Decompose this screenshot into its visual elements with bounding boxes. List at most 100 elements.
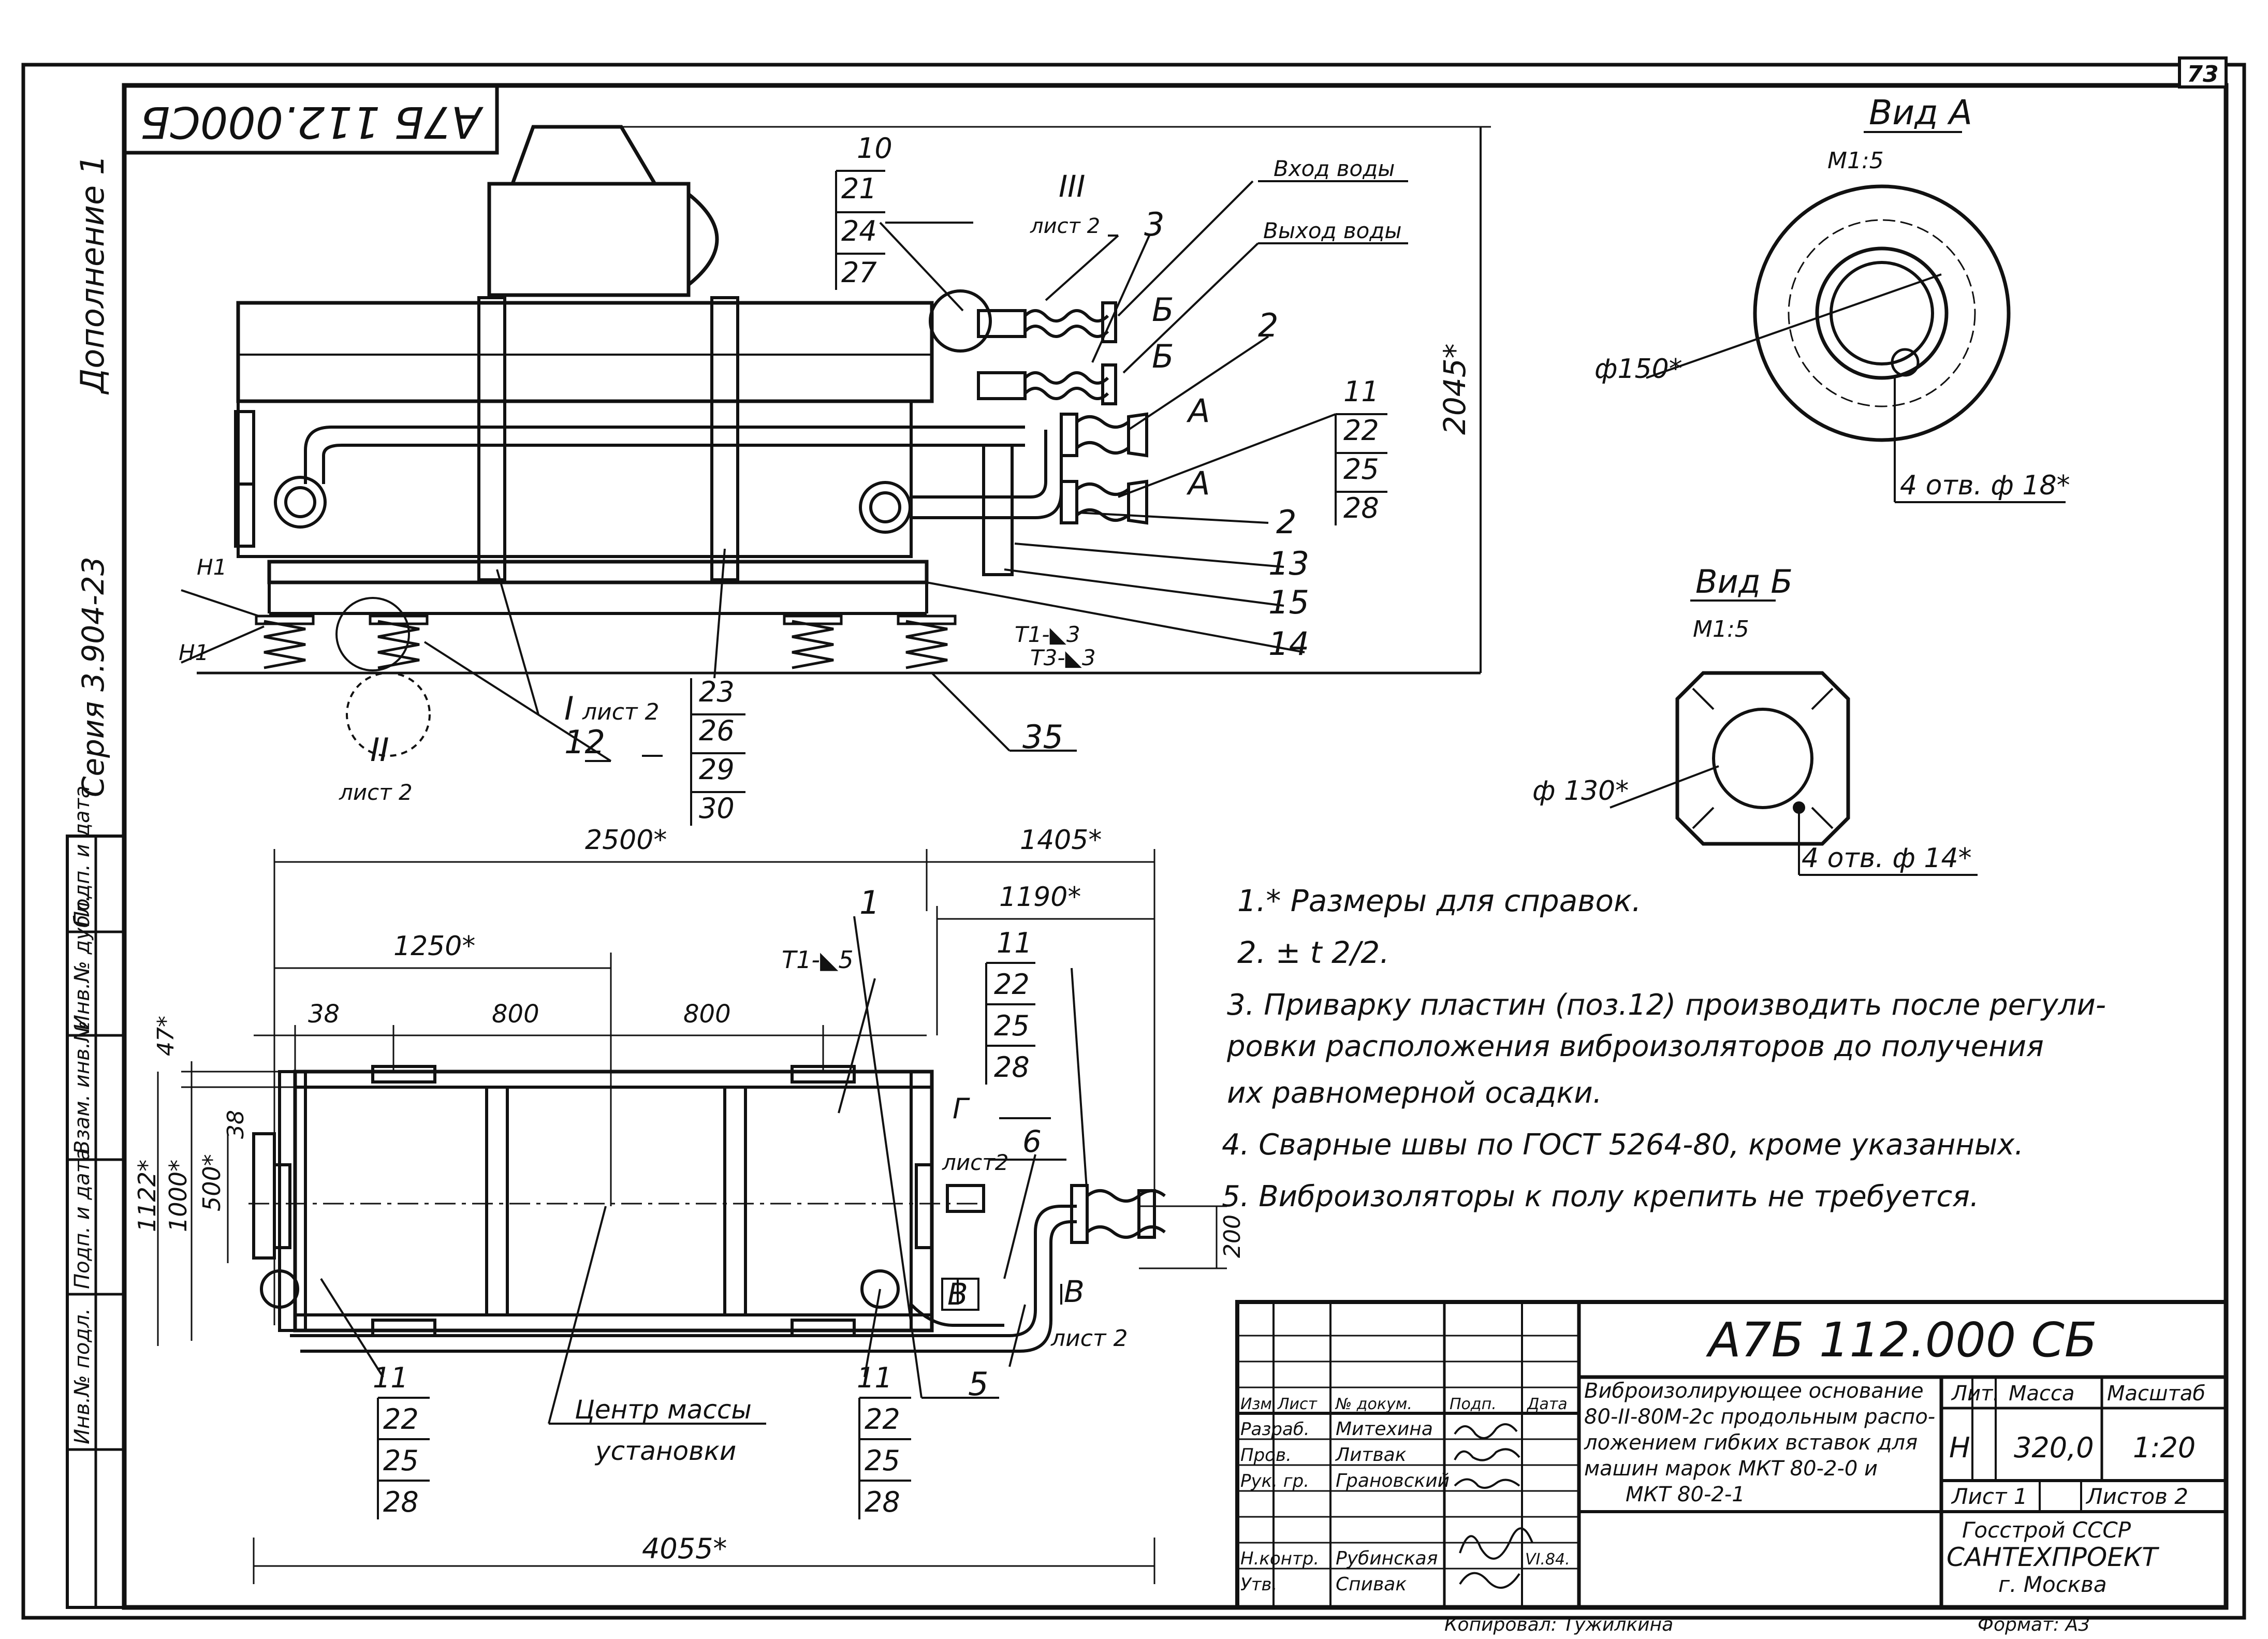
role-checker: Пров.	[1240, 1445, 1292, 1466]
callout-11-right: 11	[997, 927, 1032, 959]
org-line-3: г. Москва	[1998, 1572, 2107, 1597]
callout-10-item: 21	[841, 172, 877, 205]
format-label: Формат: А3	[1978, 1614, 2090, 1635]
section-i-mark: I	[564, 690, 574, 727]
title-description-1: Виброизолирующее основание	[1584, 1379, 1924, 1403]
callout-11-mid-item: 22	[865, 1403, 900, 1436]
header-doc: № докум.	[1335, 1395, 1412, 1413]
header-izm: Изм	[1240, 1395, 1272, 1413]
callout-11-mid: 11	[857, 1362, 892, 1394]
center-of-mass-label: Центр массы	[575, 1395, 752, 1425]
signature-marks	[1454, 1423, 1533, 1589]
dim-height-2045: 2045*	[1437, 343, 1472, 435]
sheet-number-box	[2178, 56, 2228, 89]
lit-label: Лит.	[1951, 1382, 1999, 1406]
org-line-2: САНТЕХПРОЕКТ	[1947, 1542, 2159, 1572]
series-label: Серия 3.904-23	[76, 557, 111, 797]
item-2-top: 2	[1258, 306, 1278, 344]
callout-10-item: 24	[841, 215, 877, 247]
section-v-mark: В	[947, 1277, 968, 1312]
dim-38-top: 38	[308, 1000, 340, 1029]
strip-field-4: Подп. и дата	[70, 1148, 94, 1289]
name-group-lead: Грановский	[1336, 1470, 1450, 1491]
sheet-label: Лист 1	[1951, 1484, 2028, 1509]
view-b-holes: 4 отв. ф 14*	[1802, 843, 1972, 874]
strip-field-1: Подп. и дата	[70, 786, 94, 927]
h1-mark-b: Н1	[179, 640, 209, 665]
date-mark: VI.84.	[1525, 1550, 1570, 1569]
item-5: 5	[968, 1365, 988, 1403]
callout-11-right-item: 25	[994, 1009, 1030, 1042]
plan-view-labels: 2500* 1405* 1190* 1250* 38 800 800 47* 3…	[133, 825, 1246, 1565]
dim-1190: 1190*	[999, 882, 1081, 913]
section-iii-mark: III	[1059, 169, 1085, 204]
callout-11-right-item: 28	[994, 1051, 1030, 1084]
view-a-title: Вид А	[1869, 93, 1972, 133]
copied-by: Копировал: Тужилкина	[1444, 1614, 1673, 1635]
callout-23: 23	[699, 676, 735, 708]
dim-47: 47*	[153, 1016, 179, 1056]
strip-field-3: Взам. инв.№	[70, 1020, 94, 1154]
item-2-bottom: 2	[1276, 503, 1296, 541]
lit-value: Н	[1949, 1431, 1970, 1464]
title-description-3: ложением гибких вставок для	[1584, 1431, 1918, 1455]
section-ii-mark: II	[370, 731, 389, 769]
callout-11-top-item: 22	[1343, 414, 1379, 447]
view-b-scale: М1:5	[1693, 616, 1749, 642]
dim-1405: 1405*	[1020, 825, 1102, 856]
section-i-sheet: лист 2	[582, 699, 660, 725]
name-checker: Литвак	[1335, 1444, 1407, 1466]
role-developer: Разраб.	[1240, 1419, 1310, 1440]
header-sign: Подп.	[1450, 1395, 1497, 1413]
side-view	[181, 125, 1491, 762]
item-35: 35	[1022, 718, 1063, 756]
mass-label: Масса	[2009, 1382, 2075, 1406]
callout-11-mid-item: 28	[865, 1486, 900, 1518]
water-out-label: Выход воды	[1263, 218, 1402, 243]
view-a-arrow-2: А	[1186, 464, 1210, 502]
item-3: 3	[1144, 206, 1164, 243]
mass-value: 320,0	[2014, 1431, 2094, 1464]
view-b-arrow-1: Б	[1152, 291, 1174, 329]
note-1: 1.* Размеры для справок.	[1237, 883, 1641, 918]
header-list: Лист	[1277, 1395, 1318, 1413]
callout-10-item: 27	[841, 256, 877, 289]
view-b-arrow-2: Б	[1152, 338, 1174, 375]
item-15: 15	[1268, 583, 1309, 621]
sheets-label: Листов 2	[2085, 1484, 2188, 1509]
title-block-text: А7Б 112.000 СБ Виброизолирующее основани…	[1240, 1312, 2205, 1635]
callout-11-mid-item: 25	[865, 1444, 900, 1477]
section-v-mark-2: В	[1064, 1274, 1085, 1309]
callout-23-item: 29	[699, 753, 735, 786]
item-14: 14	[1268, 625, 1309, 663]
title-description-2: 80-II-80М-2с продольным распо-	[1584, 1405, 1935, 1429]
note-3-cont: ровки расположения виброизоляторов до по…	[1226, 1030, 2044, 1063]
title-description-5: МКТ 80-2-1	[1626, 1483, 1745, 1506]
water-in-label: Вход воды	[1274, 156, 1395, 181]
view-b-title: Вид Б	[1695, 563, 1793, 601]
header-date: Дата	[1526, 1395, 1568, 1413]
weld-mark-t1: Т1-◣3	[1015, 622, 1080, 647]
dim-500: 500*	[198, 1154, 226, 1211]
callout-11-left-item: 25	[383, 1444, 419, 1477]
callout-11-top: 11	[1343, 375, 1379, 408]
section-g-sheet: лист2	[942, 1150, 1008, 1175]
view-a-arrow-1: А	[1186, 392, 1210, 430]
callout-23-item: 26	[699, 714, 735, 747]
callout-23-item: 30	[699, 792, 735, 825]
dim-38-side: 38	[223, 1110, 249, 1139]
scale-value: 1:20	[2133, 1431, 2196, 1464]
org-line-1: Госстрой СССР	[1962, 1517, 2131, 1543]
title-description-4: машин марок МКТ 80-2-0 и	[1584, 1457, 1878, 1481]
note-3: 3. Приварку пластин (поз.12) производить…	[1227, 988, 2106, 1022]
note-2: 2. ± t 2/2.	[1237, 935, 1389, 970]
section-g-mark: Г	[953, 1092, 970, 1125]
callout-11-top-item: 28	[1343, 492, 1379, 524]
section-ii-sheet: лист 2	[339, 780, 413, 805]
callout-11-left-item: 28	[383, 1486, 419, 1518]
callout-11-left: 11	[373, 1362, 408, 1394]
title-block	[1235, 1300, 2228, 1609]
technical-notes: 1.* Размеры для справок. 2. ± t 2/2. 3. …	[1222, 883, 2106, 1213]
dim-200: 200	[1219, 1214, 1246, 1258]
